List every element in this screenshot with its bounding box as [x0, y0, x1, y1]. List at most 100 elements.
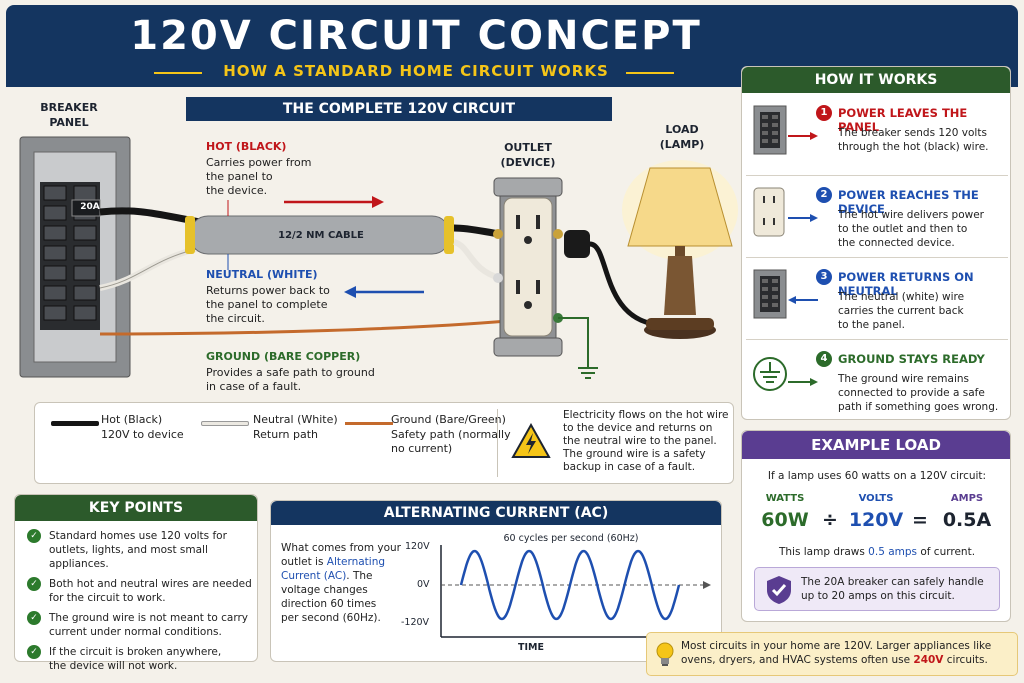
breaker-rating: 20A: [80, 202, 100, 212]
step-title-text: POWER LEAVES THE PANEL: [838, 106, 968, 134]
check-icon: ✓: [27, 611, 41, 625]
ground-wire-title: GROUND (BARE COPPER): [206, 350, 361, 363]
arrow-icon: [788, 372, 818, 386]
check-icon: ✓: [27, 645, 41, 659]
neutral-wire-title: NEUTRAL (WHITE): [206, 268, 318, 281]
arrow-icon: [788, 126, 818, 140]
outlet-illustration: [493, 177, 563, 357]
footer-note-highlight: 240V: [913, 654, 944, 666]
circuit-section-title: THE COMPLETE 120V CIRCUIT: [186, 97, 612, 121]
ac-waveform: [440, 545, 711, 638]
step-number: 3: [816, 269, 832, 285]
load-label: LOAD (LAMP): [659, 123, 705, 151]
subtitle-rule-left: [154, 72, 202, 74]
key-points-title: KEY POINTS: [15, 495, 257, 521]
step-title: 3 POWER RETURNS ON NEUTRAL: [816, 269, 1008, 298]
ac-y-mid: 0V: [417, 579, 430, 590]
ground-legend-name: Ground (Bare/Green): [391, 413, 506, 426]
ac-title: ALTERNATING CURRENT (AC): [271, 501, 721, 525]
hot-flow-arrow: [284, 196, 384, 208]
breaker-panel-icon: [752, 104, 788, 156]
key-point-text: If the circuit is broken anywhere, the d…: [49, 646, 222, 672]
ac-y-bottom: -120V: [401, 617, 430, 628]
warning-icon: [511, 423, 551, 458]
breaker-panel-illustration: [19, 136, 131, 378]
how-it-works-step: 4 GROUND STAYS READY The ground wire remai…: [746, 342, 1008, 422]
key-points-panel: KEY POINTS ✓ Standard homes use 120 volts…: [14, 494, 258, 672]
footer-note-after: circuits.: [943, 654, 988, 666]
hot-legend-role: 120V to device: [101, 428, 184, 441]
breaker-panel-label: BREAKER PANEL: [40, 101, 98, 129]
hot-wire-description: Carries power from the panel to the devi…: [206, 156, 312, 197]
ac-graph-caption: 60 cycles per second (60Hz): [503, 533, 639, 544]
arrow-icon: [788, 208, 818, 222]
ac-term: Alternating Current (AC): [281, 556, 386, 582]
amps-value: 0.5A: [942, 509, 992, 531]
step-title-text: POWER REACHES THE DEVICE: [838, 188, 979, 216]
ac-x-label: TIME: [518, 642, 544, 653]
hot-legend-name: Hot (Black): [101, 413, 163, 426]
step-body: The ground wire remains connected to pro…: [838, 373, 999, 413]
circuit-diagram: [19, 136, 738, 379]
volts-value: 120V: [848, 509, 904, 531]
ac-y-top: 120V: [405, 541, 430, 552]
ac-zero-arrow: [703, 581, 711, 589]
check-icon: ✓: [27, 577, 41, 591]
footer-note: Most circuits in your home are 120V. Lar…: [646, 632, 1018, 676]
hot-wire-title: HOT (BLACK): [206, 140, 287, 153]
neutral-legend-name: Neutral (White): [253, 413, 338, 426]
key-point-text: The ground wire is not meant to carry cu…: [49, 612, 248, 638]
page-title: 120V CIRCUIT CONCEPT: [130, 13, 702, 59]
neutral-flow-arrow: [344, 286, 424, 298]
volts-label: VOLTS: [858, 493, 894, 504]
breaker-capacity-text: The 20A breaker can safely handle up to …: [801, 576, 984, 602]
subtitle-rule-right: [626, 72, 674, 74]
ground-legend-role: Safety path (normally no current): [391, 428, 511, 455]
example-load-title: EXAMPLE LOAD: [742, 431, 1010, 459]
step-number: 1: [816, 105, 832, 121]
lamp-draw-after: of current.: [917, 546, 976, 558]
neutral-legend-role: Return path: [253, 428, 319, 441]
example-load-intro: If a lamp uses 60 watts on a 120V circui…: [767, 470, 987, 482]
lamp-illustration: [622, 160, 738, 339]
shield-check-icon: [767, 576, 791, 604]
step-title-text: GROUND STAYS READY: [838, 352, 985, 366]
step-number: 4: [816, 351, 832, 367]
ac-sine-wave: [459, 549, 681, 621]
page-subtitle: HOW A STANDARD HOME CIRCUIT WORKS: [223, 62, 609, 80]
lamp-draw-value: 0.5 amps: [868, 546, 918, 558]
equals-sign: =: [912, 509, 928, 531]
hot-legend-swatch: [51, 421, 99, 426]
watts-value: 60W: [761, 509, 809, 531]
amps-label: AMPS: [950, 493, 984, 504]
step-title: 4 GROUND STAYS READY: [816, 351, 985, 367]
key-point-item: ✓ Both hot and neutral wires are needed f…: [27, 577, 253, 605]
header-banner: 120V CIRCUIT CONCEPT HOW A STANDARD HOME…: [6, 5, 1018, 87]
wire-legend: Hot (Black) 120V to device Neutral (Whit…: [34, 402, 734, 484]
breaker-panel-icon: [752, 268, 788, 320]
ground-legend-swatch: [345, 422, 393, 425]
watts-label: WATTS: [765, 493, 805, 504]
step-body: The hot wire delivers power to the outle…: [838, 209, 985, 249]
ac-text-after: . The voltage changes direction 60 times…: [281, 570, 381, 624]
key-point-text: Standard homes use 120 volts for outlets…: [49, 530, 227, 570]
ground-wire-description: Provides a safe path to ground in case o…: [206, 366, 375, 393]
step-title: 1 POWER LEAVES THE PANEL: [816, 105, 1008, 134]
outlet-label: OUTLET (DEVICE): [500, 141, 556, 169]
step-title-text: POWER RETURNS ON NEUTRAL: [838, 270, 974, 298]
lightbulb-icon: [656, 642, 674, 666]
ground-symbol-icon: [752, 350, 788, 402]
step-body: The breaker sends 120 volts through the …: [838, 127, 989, 153]
key-point-item: ✓ If the circuit is broken anywhere, the …: [27, 645, 253, 673]
arrow-icon: [788, 290, 818, 304]
footer-note-before: Most circuits in your home are 120V. Lar…: [681, 640, 992, 666]
example-load-panel: EXAMPLE LOAD If a lamp uses 60 watts on …: [741, 430, 1011, 622]
key-point-text: Both hot and neutral wires are needed fo…: [49, 578, 252, 604]
how-it-works-title: HOW IT WORKS: [742, 67, 1010, 93]
lamp-draw-before: This lamp draws: [778, 546, 869, 558]
lamp-draw-text: This lamp draws 0.5 amps of current.: [742, 545, 1012, 559]
